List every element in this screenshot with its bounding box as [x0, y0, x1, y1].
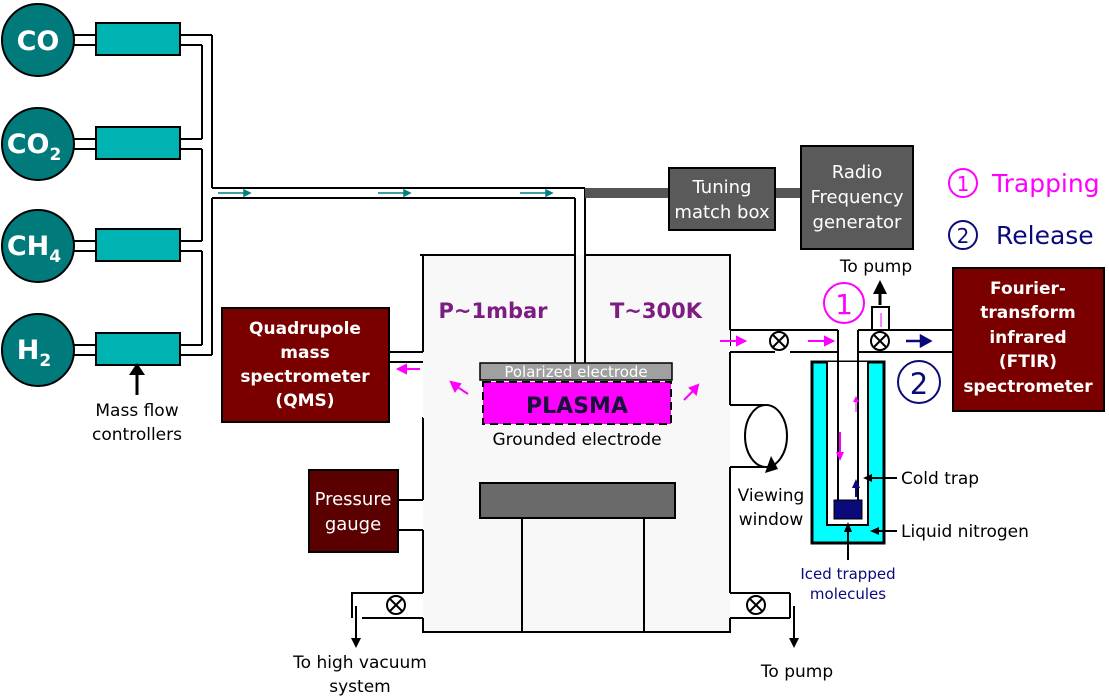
- arrow-to-high-vacuum: [351, 606, 361, 648]
- svg-text:1: 1: [835, 288, 853, 321]
- rf-cable-1: [585, 188, 669, 198]
- temperature-value: T~300K: [610, 299, 703, 323]
- step-1-marker: 1: [823, 282, 865, 324]
- cold-trap-inner-arrows: [836, 396, 860, 497]
- svg-text:Radio: Radio: [832, 162, 883, 183]
- svg-text:PLASMA: PLASMA: [526, 394, 628, 419]
- rf-cable-2: [775, 188, 801, 198]
- gas-tank-ch4: CH4: [1, 209, 75, 283]
- to-pump-bottom-label: To pump: [760, 662, 833, 682]
- svg-text:Tuning: Tuning: [692, 177, 752, 198]
- svg-text:system: system: [329, 677, 390, 697]
- valve-bottom-left: [386, 595, 406, 615]
- svg-text:CO2: CO2: [7, 129, 62, 165]
- svg-text:mass: mass: [280, 343, 329, 363]
- svg-text:gauge: gauge: [325, 514, 381, 535]
- grounded-electrode-label: Grounded electrode: [492, 430, 661, 450]
- viewing-window: [730, 404, 788, 468]
- svg-text:Polarized electrode: Polarized electrode: [504, 363, 647, 381]
- qms-box: Quadrupole mass spectrometer (QMS): [221, 307, 390, 423]
- legend-trapping: 1 Trapping: [948, 168, 1100, 198]
- release-arrow: [906, 333, 933, 349]
- valve-bottom-right: [746, 595, 766, 615]
- gas-tank-h2: H2: [1, 313, 75, 387]
- gas-tank-co2: CO2: [1, 107, 75, 181]
- liquid-nitrogen-pointer: [870, 527, 897, 535]
- ftir-box: Fourier- transform infrared (FTIR) spect…: [952, 267, 1105, 412]
- svg-text:Trapping: Trapping: [991, 169, 1100, 198]
- svg-text:Release: Release: [996, 221, 1094, 250]
- pressure-gauge-box: Pressure gauge: [308, 469, 399, 553]
- cold-trap-label: Cold trap: [901, 469, 979, 489]
- svg-text:controllers: controllers: [92, 425, 182, 445]
- iced-molecules-label: Iced trapped: [800, 565, 895, 583]
- plasma-region: PLASMA: [482, 381, 672, 425]
- svg-text:H2: H2: [17, 335, 51, 371]
- svg-text:CO: CO: [17, 26, 60, 57]
- pressure-value: P~1mbar: [438, 299, 548, 323]
- tuning-match-box: Tuning match box: [668, 167, 776, 231]
- svg-text:(FTIR): (FTIR): [999, 352, 1057, 372]
- valve-outlet: [769, 331, 789, 351]
- svg-text:generator: generator: [813, 212, 902, 233]
- svg-text:1: 1: [957, 172, 970, 196]
- step-2-marker: 2: [897, 360, 941, 404]
- to-pump-top-label: To pump: [839, 257, 912, 277]
- svg-text:transform: transform: [980, 303, 1075, 323]
- svg-text:spectrometer: spectrometer: [963, 377, 1093, 397]
- electrode-stand: [479, 482, 676, 633]
- cold-trap: [810, 330, 886, 545]
- mass-flow-controllers: [95, 22, 181, 366]
- arrow-to-pump-bottom: [789, 606, 799, 648]
- legend-release: 2 Release: [948, 220, 1094, 250]
- viewing-window-arrow: [765, 456, 778, 473]
- svg-text:CH4: CH4: [7, 231, 61, 267]
- svg-text:Pressure: Pressure: [315, 489, 392, 510]
- svg-text:Frequency: Frequency: [811, 187, 904, 208]
- to-pump-top-line: [871, 280, 890, 331]
- svg-text:Fourier-: Fourier-: [990, 279, 1066, 299]
- qms-line: [389, 351, 423, 363]
- mass-flow-label: Mass flow controllers: [92, 363, 182, 445]
- svg-text:match box: match box: [674, 202, 770, 223]
- to-high-vacuum-label: To high vacuum: [292, 653, 427, 673]
- viewing-window-label: Viewing: [738, 486, 805, 506]
- svg-text:(QMS): (QMS): [275, 391, 334, 411]
- svg-text:2: 2: [957, 224, 970, 248]
- pump-line-right: [730, 592, 791, 619]
- svg-text:spectrometer: spectrometer: [240, 367, 370, 387]
- rf-generator: Radio Frequency generator: [800, 145, 914, 250]
- svg-text:2: 2: [910, 367, 928, 401]
- gauge-line: [398, 499, 423, 531]
- svg-text:infrared: infrared: [989, 328, 1066, 348]
- svg-text:Mass flow: Mass flow: [95, 401, 178, 421]
- plasma-flow-arrows: [395, 335, 836, 401]
- high-vacuum-line: [351, 592, 423, 619]
- svg-text:Quadrupole: Quadrupole: [249, 319, 361, 339]
- polarized-electrode: Polarized electrode: [479, 362, 673, 381]
- iced-molecules-pointer: [844, 522, 852, 560]
- svg-text:window: window: [739, 510, 804, 530]
- valve-ftir: [870, 331, 890, 351]
- cold-trap-pointer: [863, 474, 897, 482]
- liquid-nitrogen-label: Liquid nitrogen: [901, 522, 1029, 542]
- gas-tank-co: CO: [1, 3, 75, 77]
- svg-text:molecules: molecules: [810, 585, 886, 603]
